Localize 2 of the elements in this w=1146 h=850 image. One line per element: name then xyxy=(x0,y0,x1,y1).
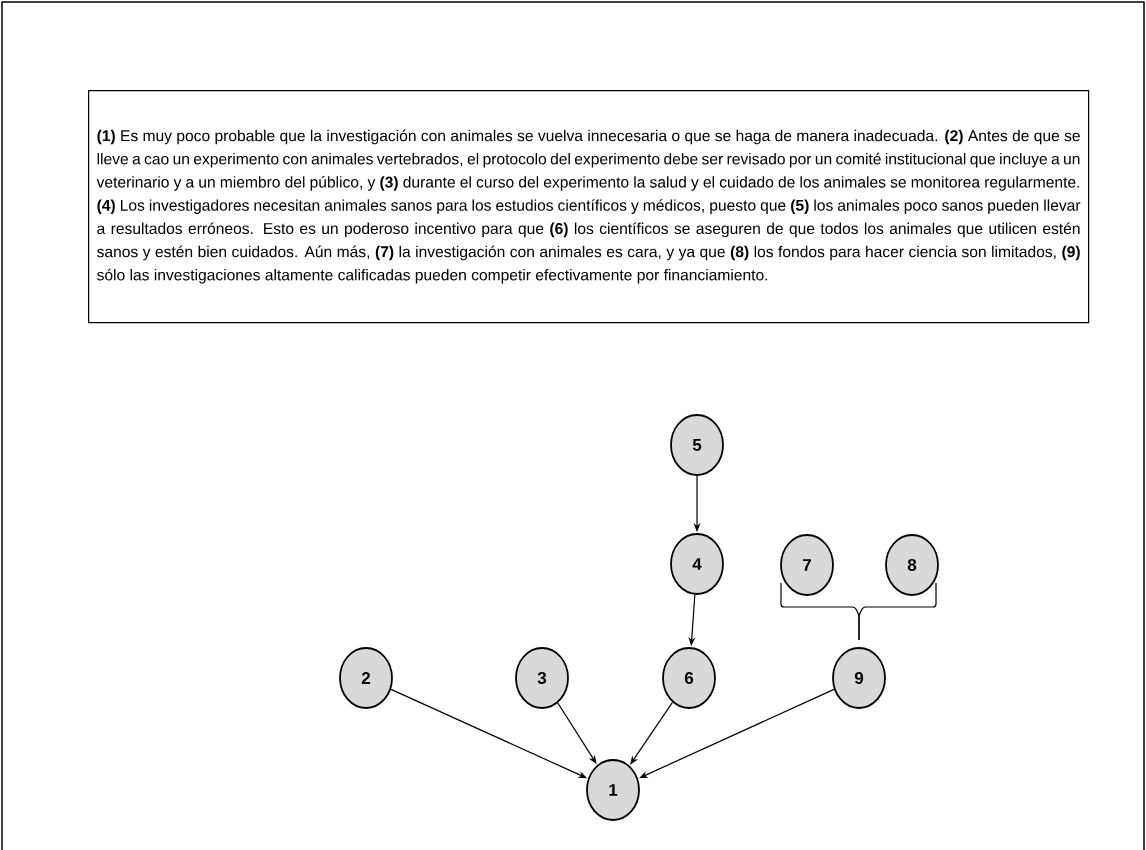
text-box: (1) Es muy poco probable que la investigación con animales se vuelva innecesaria o que se haga de manera inadecuada. (2) Antes de que se lleve a cao un experimento con animales vertebrados, el protocolo del experimento debe ser revisado por un comité institucional que incluye a un veterinario y a un miembro del público, y (3) durante el curso del experimento la salud y el cuidado de los animales se monitorea regularmente. (4) Los investigadores necesitan animales sanos para los estudios científicos y médicos, puesto que (5) los animales poco sanos pueden llevar a resultados erróneos. Esto es un poderoso incentivo para que (6) los científicos se aseguren de que todos los animales que utilicen estén sanos y estén bien cuidados. Aún más, (7) la investigación con animales es cara, y ya que (8) los fondos para hacer ciencia son limitados, (9) sólo las investigaciones altamente calificadas pueden competir efectivamente por financiamiento. xyxy=(88,90,1090,324)
bracket-connector xyxy=(858,582,937,641)
